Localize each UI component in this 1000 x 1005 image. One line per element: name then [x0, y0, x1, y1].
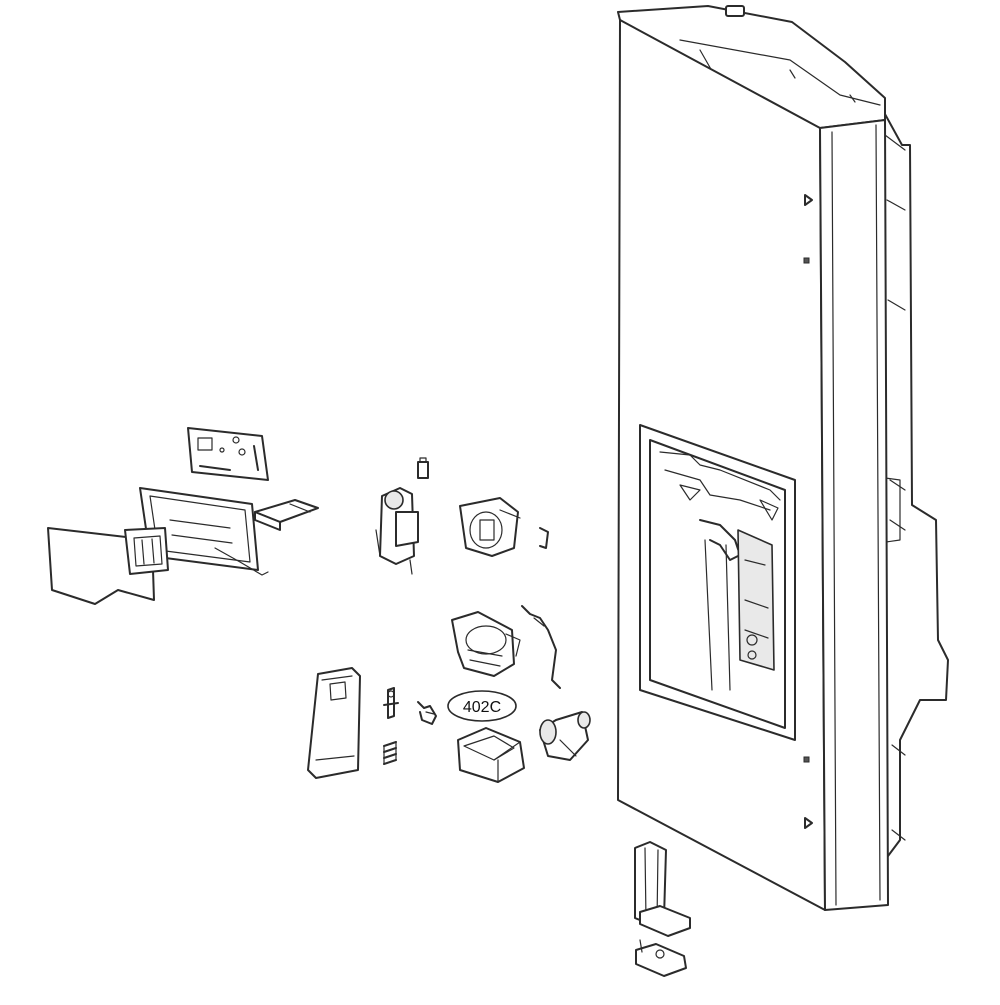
door-top-clip: [725, 5, 745, 17]
lever-link: [383, 687, 399, 719]
part-402c-spring: [417, 701, 437, 725]
door-hinge-bracket: [634, 841, 691, 977]
ice-flap: [459, 497, 549, 557]
chute-housing: [457, 727, 525, 783]
callout-402c-label: 402C: [463, 699, 501, 716]
coil-spring: [383, 741, 397, 765]
display-housing: [139, 487, 319, 576]
dispenser-recess: [639, 424, 796, 741]
ice-chute: [451, 611, 521, 677]
door-assembly: [617, 5, 949, 911]
display-cover: [47, 527, 169, 605]
door-side-panel: [819, 119, 889, 911]
callout-402c: 402C: [447, 690, 517, 722]
spring-wire: [521, 605, 561, 689]
dispenser-motor: [375, 457, 429, 575]
water-elbow-fitting: [539, 711, 591, 761]
control-board: [187, 427, 269, 481]
dispenser-paddle: [307, 667, 361, 779]
